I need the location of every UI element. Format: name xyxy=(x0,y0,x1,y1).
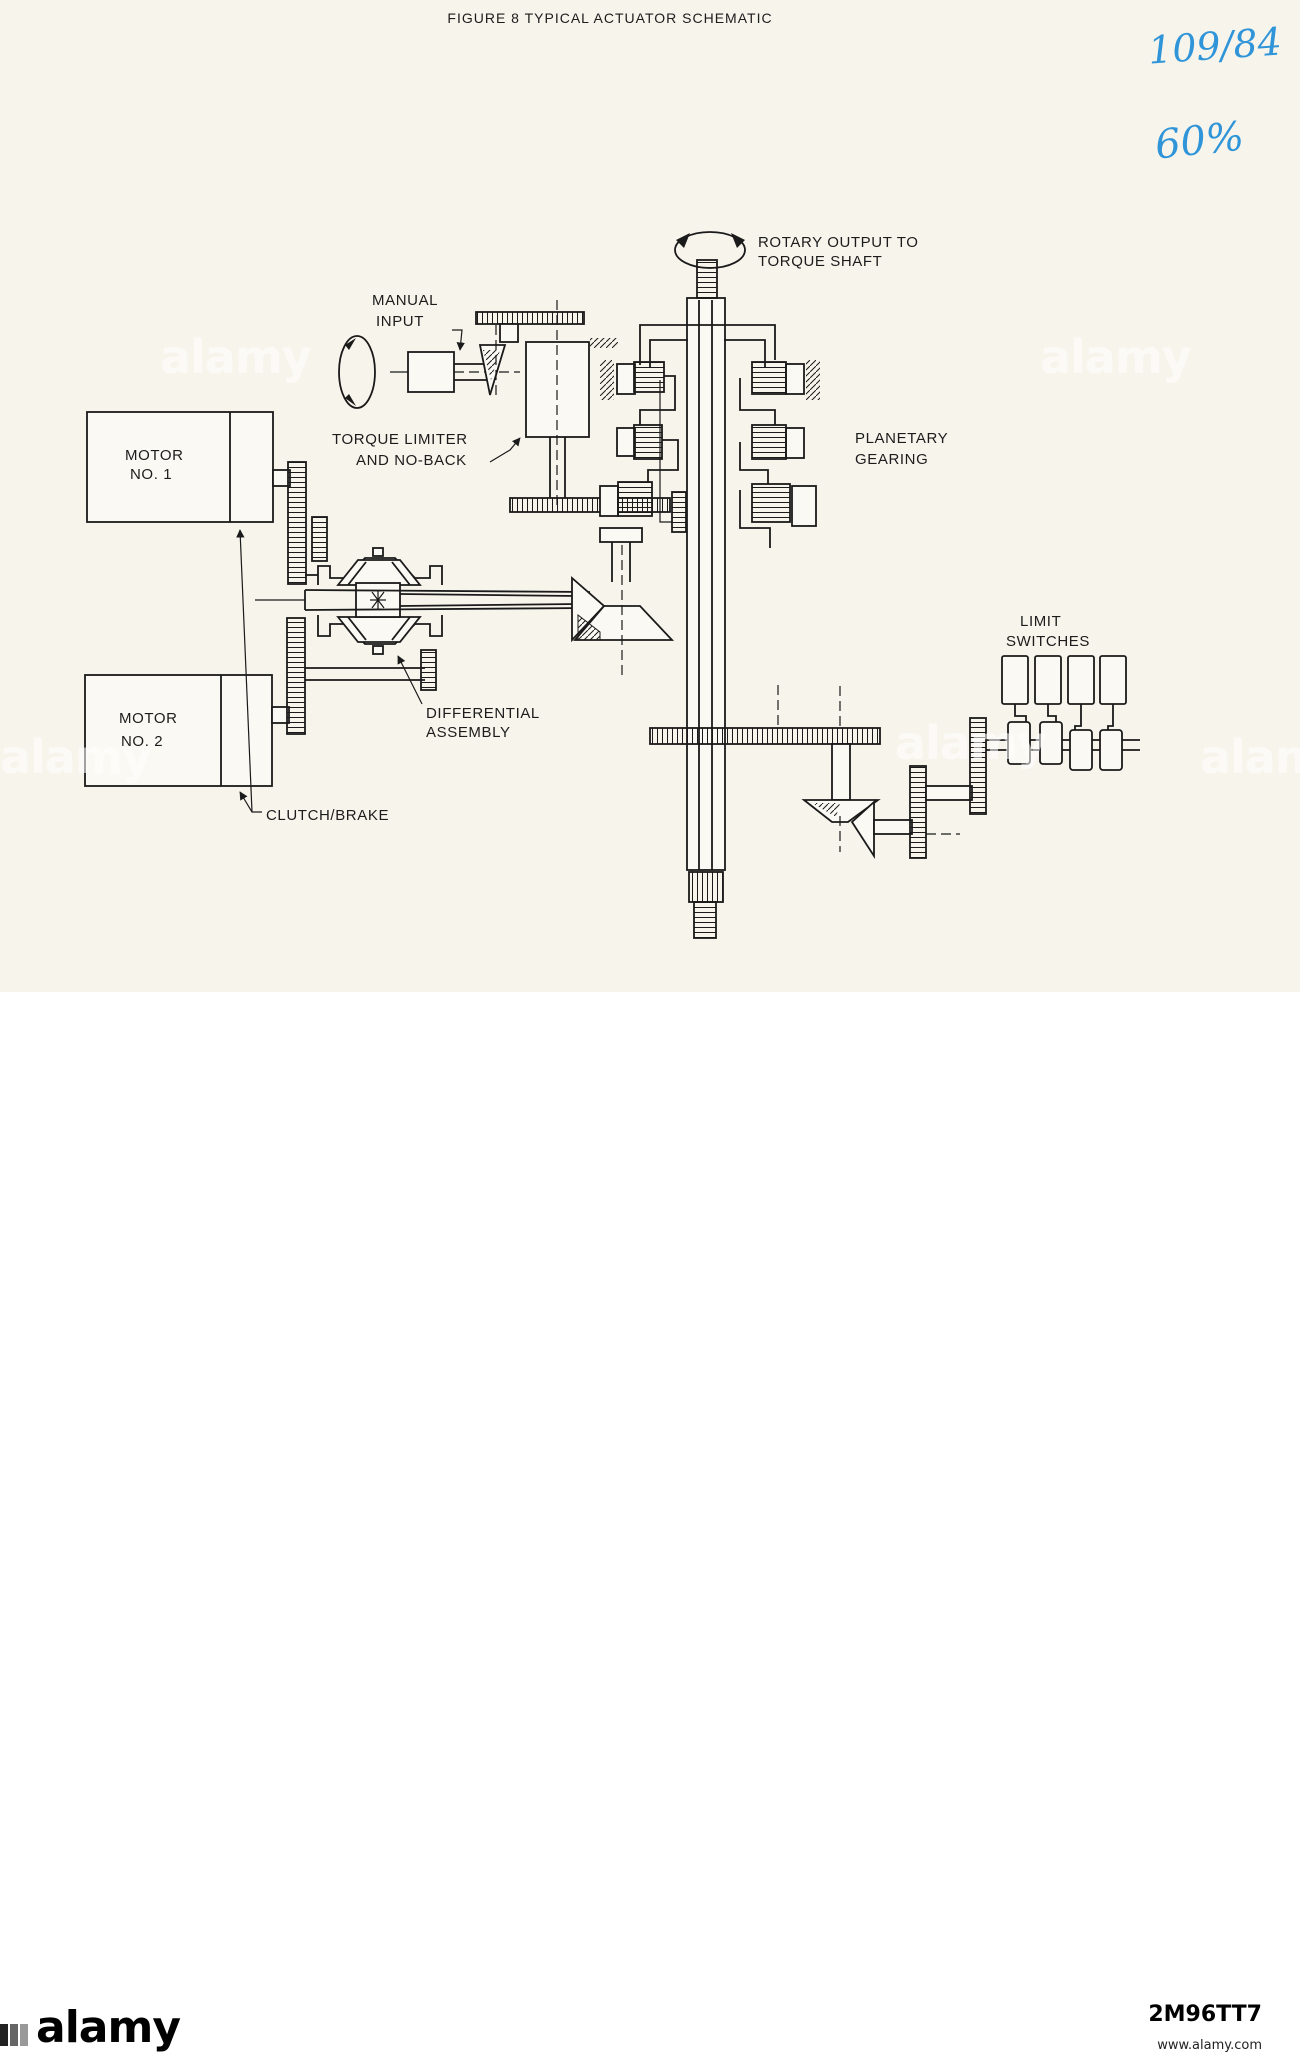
differential-label-line2: ASSEMBLY xyxy=(426,724,511,741)
clutch-brake-leader-1 xyxy=(236,529,253,813)
drive-spur-gear xyxy=(649,727,881,745)
differential-leader xyxy=(397,655,423,705)
idler-gear-lower xyxy=(420,649,437,691)
motor-no-2 xyxy=(84,674,273,787)
torque-limiter-leader xyxy=(489,437,521,463)
limit-switches xyxy=(986,655,1140,771)
idler-gear-upper xyxy=(311,516,328,562)
image-id: 2M96TT7 xyxy=(1148,2002,1262,2027)
output-bevel-gear xyxy=(571,576,675,643)
alamy-logo: alamy xyxy=(36,2002,181,2053)
rotary-output-arrow-icon xyxy=(674,231,746,269)
clutch-brake-leader-2 xyxy=(239,791,262,813)
motor-1-gear xyxy=(272,461,307,585)
differential-assembly xyxy=(317,547,443,655)
watermark: alamy xyxy=(1040,330,1192,384)
motor-1-label-line2: NO. 1 xyxy=(130,466,173,483)
rotary-output-label-line1: ROTARY OUTPUT TO xyxy=(758,234,919,251)
motor-1-label-line1: MOTOR xyxy=(125,447,184,464)
motor-2-gear xyxy=(271,617,306,735)
rotary-output-label-line2: TORQUE SHAFT xyxy=(758,253,883,270)
watermark: alamy xyxy=(895,716,1047,770)
torque-limiter-label-line2: AND NO-BACK xyxy=(356,452,467,469)
watermark: alamy xyxy=(1200,730,1300,784)
website-url: www.alamy.com xyxy=(1157,2038,1262,2053)
manual-input-label-line2: INPUT xyxy=(376,313,424,330)
manual-rotation-arrow-icon xyxy=(338,335,376,409)
clutch-brake-label: CLUTCH/BRAKE xyxy=(266,807,390,824)
differential-label-line1: DIFFERENTIAL xyxy=(426,705,540,722)
manual-input xyxy=(390,325,520,398)
alamy-mark-icon xyxy=(0,2024,28,2046)
motor-no-1 xyxy=(86,411,274,523)
actuator-schematic-drawing xyxy=(84,231,1140,939)
reduction-gear xyxy=(909,765,927,859)
motor-2-label-line1: MOTOR xyxy=(119,710,178,727)
limit-switches-label-line1: LIMIT xyxy=(1020,613,1062,630)
limit-switches-label-line2: SWITCHES xyxy=(1006,633,1090,650)
manual-input-leader xyxy=(452,329,465,351)
watermark: alamy xyxy=(0,730,152,784)
stock-footer-bar: alamy 2M96TT7 www.alamy.com xyxy=(0,992,1300,2053)
torque-shaft xyxy=(686,259,726,939)
switch-drive-gear xyxy=(969,717,987,815)
schematic-sheet: FIGURE 8 TYPICAL ACTUATOR SCHEMATIC 109/… xyxy=(0,0,1300,992)
planetary-label-line2: GEARING xyxy=(855,451,929,468)
manual-input-label-line1: MANUAL xyxy=(372,292,439,309)
lower-bevel-gear xyxy=(801,799,881,860)
torque-limiter-label-line1: TORQUE LIMITER xyxy=(332,431,468,448)
planetary-label-line1: PLANETARY xyxy=(855,430,949,447)
watermark: alamy xyxy=(160,330,312,384)
motor-2-label-line2: NO. 2 xyxy=(121,733,164,750)
planetary-gearing xyxy=(599,324,820,582)
drive-shaft xyxy=(831,743,851,801)
figure-title: FIGURE 8 TYPICAL ACTUATOR SCHEMATIC xyxy=(447,10,773,26)
